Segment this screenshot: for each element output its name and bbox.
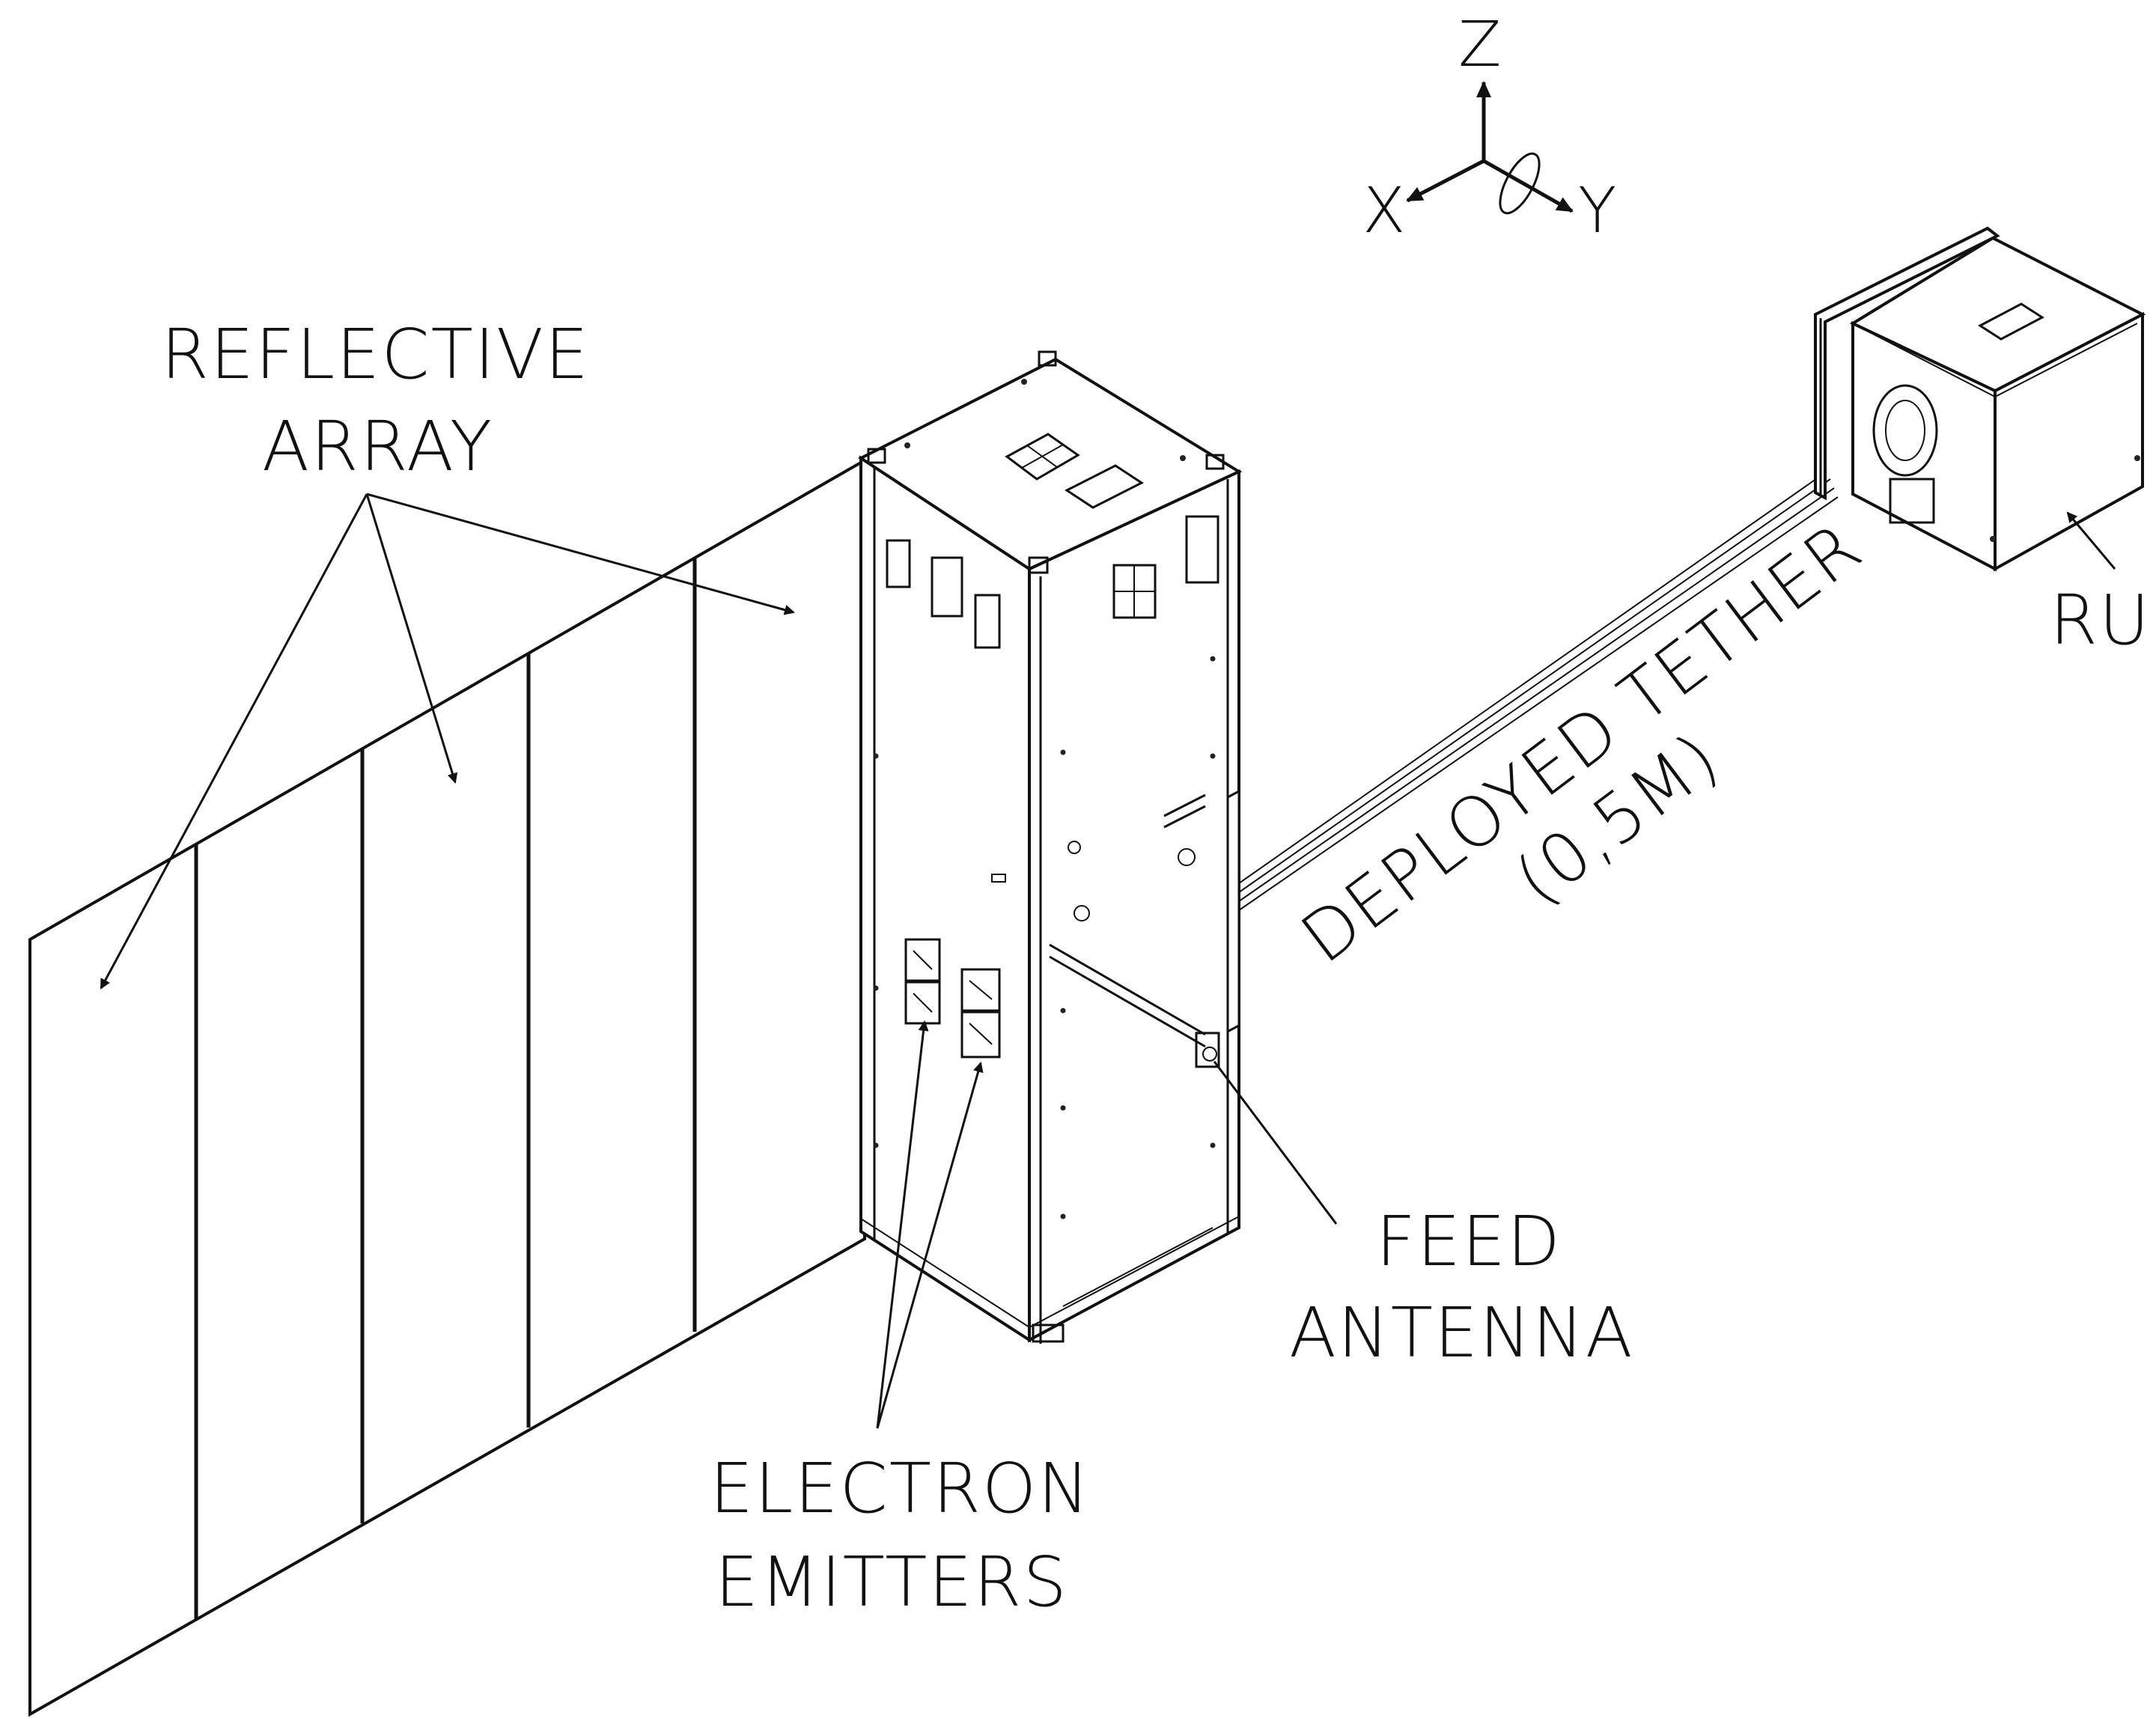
mount-hole <box>1060 1105 1066 1111</box>
mount-hole <box>904 442 910 448</box>
bus-left-face <box>859 455 1031 1343</box>
mount-hole <box>873 985 879 991</box>
electron-emitters-label-line1: ELECTRON <box>710 1449 1091 1529</box>
corner-bracket <box>867 448 886 464</box>
tether-label-line1: DEPLOYED TETHER <box>1287 507 1877 979</box>
ru-side-port <box>1889 478 1935 524</box>
access-port <box>1178 848 1196 866</box>
mount-hole <box>1060 1008 1066 1014</box>
mount-hole <box>1060 749 1066 755</box>
ru-aperture-inner <box>1885 400 1925 461</box>
rotation-icon <box>1499 152 1541 215</box>
ru-label: RU <box>2050 580 2151 660</box>
bus-top-face <box>858 357 1243 571</box>
reflective-array-leader <box>365 493 458 784</box>
access-port <box>1074 905 1090 922</box>
antenna-feed-port <box>1202 1047 1217 1061</box>
electron-emitter-leader <box>876 1020 929 1429</box>
top-window-icon <box>1005 433 1080 481</box>
vent-slot <box>1163 793 1206 817</box>
reflective-array-leader <box>366 493 795 615</box>
feed-antenna-label-line1: FEED <box>1376 1201 1562 1282</box>
mount-hole <box>1021 379 1027 385</box>
reflective-array <box>28 457 866 1717</box>
reflective-array-surface <box>28 457 866 1717</box>
electron-emitter <box>904 938 941 982</box>
side-port <box>974 594 1001 649</box>
tether-deployer <box>1226 789 1240 1034</box>
feed-antenna-leader <box>1213 1061 1338 1225</box>
corner-bracket <box>1205 454 1225 470</box>
mount-hole <box>1180 455 1186 461</box>
antenna-feed-element <box>1195 1032 1220 1068</box>
mount-hole <box>873 1142 879 1148</box>
side-window-icon <box>1112 564 1157 619</box>
connector <box>991 874 1006 883</box>
tether-label-group: DEPLOYED TETHER (0,5M) <box>1287 507 1877 979</box>
access-port <box>1068 841 1081 854</box>
electron-emitters-label-line2: EMITTERS <box>715 1542 1068 1622</box>
corner-bracket <box>1028 556 1049 574</box>
reflective-array-label-line1: REFLECTIVE <box>161 314 590 395</box>
deployed-tether <box>1238 471 1839 911</box>
ru-top-port <box>1978 302 2044 341</box>
feed-antenna-label-line2: ANTENNA <box>1289 1293 1634 1373</box>
frame-rail <box>1029 1216 1240 1328</box>
y-axis-label: Y <box>1578 174 1618 247</box>
reflective-array-leader <box>100 493 368 990</box>
mount-hole <box>1210 753 1216 759</box>
leader-lines <box>100 493 2116 1429</box>
antenna-boom <box>1049 955 1206 1048</box>
mount-hole <box>873 753 879 759</box>
side-port <box>931 556 963 618</box>
antenna-boom <box>1049 943 1206 1036</box>
x-axis-arrow <box>1406 159 1485 203</box>
electron-emitter <box>960 1011 1001 1058</box>
mount-hole <box>1210 1142 1216 1148</box>
x-axis-label: X <box>1362 174 1407 247</box>
ru-top-face <box>1849 236 2146 393</box>
mount-hole <box>1210 656 1216 662</box>
ru-aperture <box>1872 384 1938 477</box>
reflective-array-label-line2: ARRAY <box>262 406 493 487</box>
vent-slot <box>1163 805 1206 829</box>
feed-antenna <box>1049 943 1220 1068</box>
remote-unit <box>1814 226 2146 572</box>
main-spacecraft-bus <box>858 350 1243 1344</box>
electron-emitter-leader <box>876 1061 984 1429</box>
side-port <box>886 539 911 588</box>
corner-bracket <box>1038 350 1057 367</box>
top-sensor-port <box>1065 464 1144 509</box>
mount-hole <box>1060 1213 1066 1219</box>
ru-back-plate <box>1814 226 2000 501</box>
y-axis-arrow <box>1482 159 1574 213</box>
side-sensor-port <box>1185 515 1219 584</box>
coordinate-axes: Z X Y <box>1362 7 1618 247</box>
ru-leader <box>2066 511 2116 570</box>
electron-emitter <box>960 968 1001 1012</box>
frame-rail <box>860 1218 1030 1328</box>
corner-bracket <box>1032 1323 1065 1343</box>
z-axis-label: Z <box>1458 7 1503 81</box>
frame-rail <box>1062 1227 1213 1307</box>
